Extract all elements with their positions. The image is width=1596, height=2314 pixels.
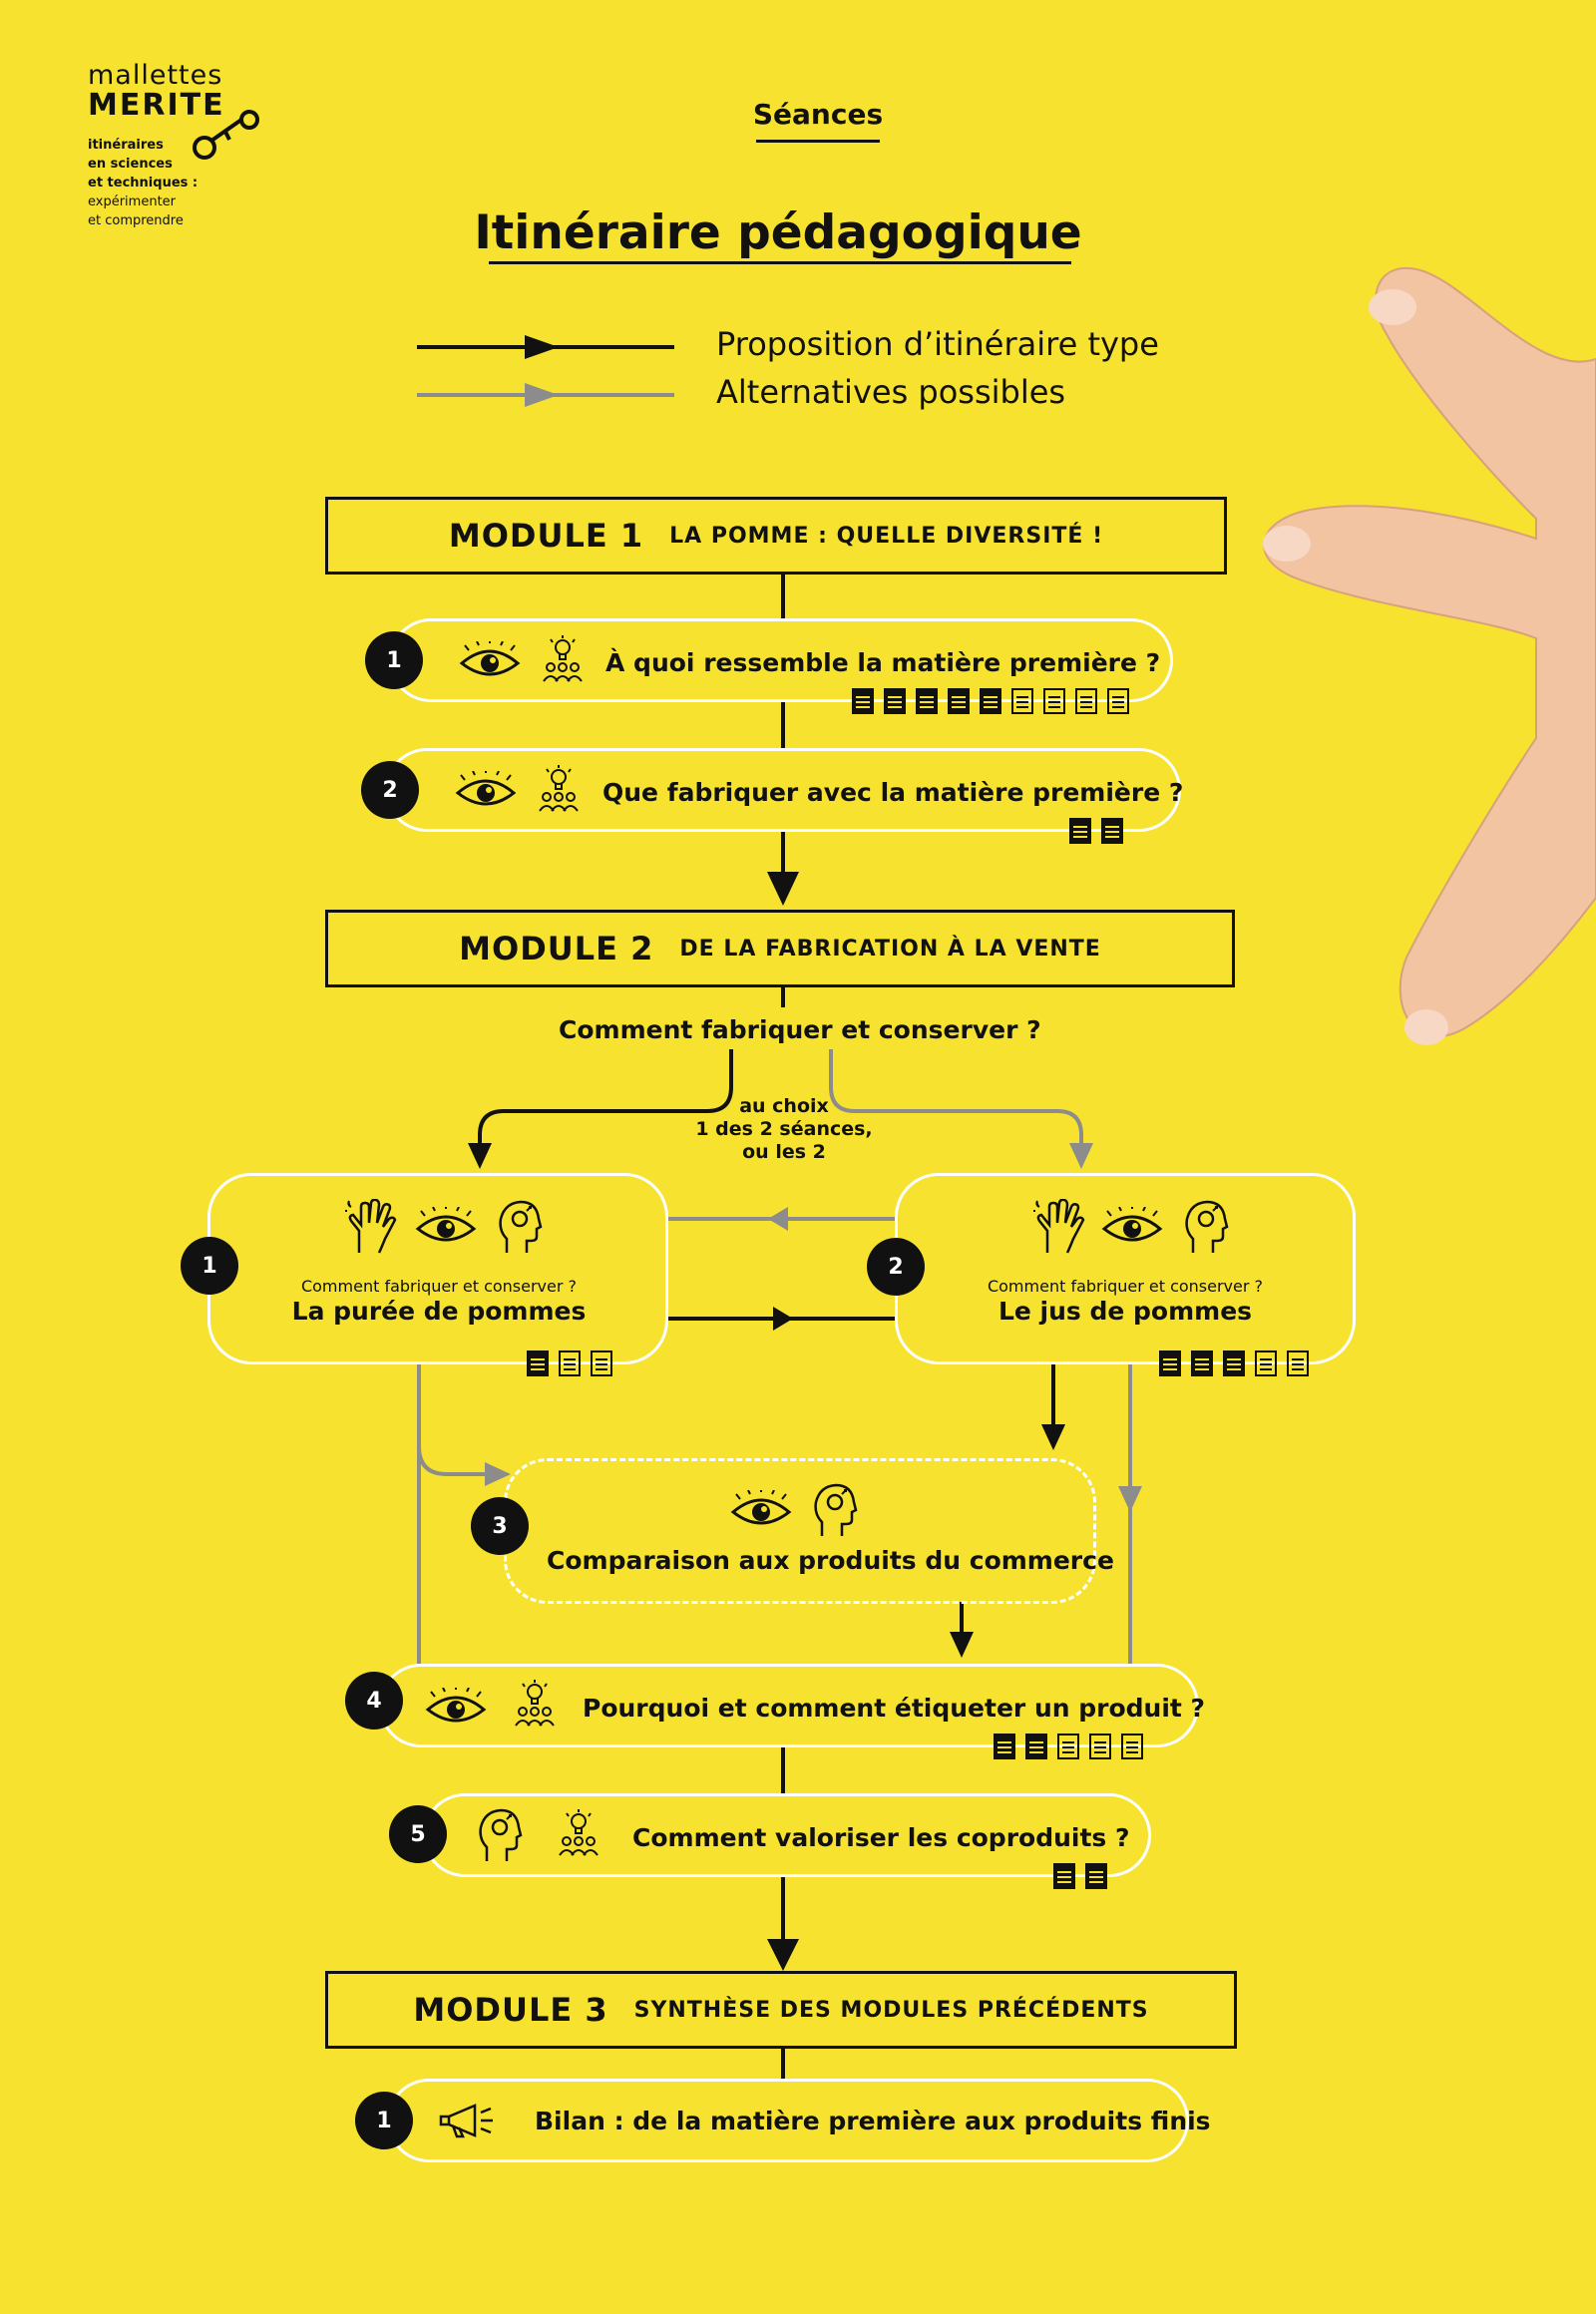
logo-key-icon [193, 110, 259, 160]
logo-tagline-2: en sciences [88, 157, 173, 172]
m1-session-1-number: 1 [365, 631, 423, 689]
seances-link[interactable]: Séances [752, 98, 884, 131]
m2-session-3-number: 3 [471, 1497, 529, 1555]
m2-session-2-caption: Comment fabriquer et conserver ? [987, 1277, 1264, 1296]
m2-session-2-label: Le jus de pommes [998, 1297, 1253, 1326]
m2-session-4-label: Pourquoi et comment étiqueter un produit… [583, 1694, 1206, 1723]
m1-session-2-number: 2 [361, 761, 419, 819]
logo-line1: mallettes [88, 60, 223, 91]
m2-session-3-label: Comparaison aux produits du commerce [547, 1546, 1114, 1575]
head-icon [499, 1200, 543, 1253]
m2-session-2-number: 2 [867, 1238, 925, 1296]
choice-note-2: 1 des 2 séances, [695, 1118, 873, 1140]
head-icon [814, 1483, 858, 1536]
module-3-title: MODULE 3 [413, 1991, 608, 2029]
m1-session-2-docs [1069, 818, 1123, 844]
module-2-question: Comment fabriquer et conserver ? [559, 1015, 1041, 1044]
module-3-subtitle: SYNTHÈSE DES MODULES PRÉCÉDENTS [633, 1997, 1149, 2023]
eye-icon [415, 1207, 477, 1242]
m2-session-4-number: 4 [345, 1672, 403, 1730]
module-1-box: MODULE 1 LA POMME : QUELLE DIVERSITÉ ! [325, 497, 1227, 575]
seances-link-underline [756, 140, 880, 143]
module-1-title: MODULE 1 [448, 517, 644, 555]
choice-note-3: ou les 2 [742, 1141, 826, 1163]
group-idea-icon [515, 1680, 555, 1727]
group-idea-icon [539, 765, 579, 812]
module-2-subtitle: DE LA FABRICATION À LA VENTE [679, 936, 1101, 962]
m2-session-4-docs [994, 1734, 1143, 1759]
legend-main-line [417, 335, 674, 359]
eye-icon [459, 641, 521, 676]
head-icon [479, 1808, 523, 1861]
m1-session-1-docs [852, 688, 1129, 714]
page-title-underline [489, 261, 1071, 264]
module-3-box: MODULE 3 SYNTHÈSE DES MODULES PRÉCÉDENTS [325, 1971, 1237, 2049]
m2-session-5-docs [1053, 1863, 1107, 1889]
logo-tagline-4: expérimenter [88, 194, 177, 209]
module-1-subtitle: LA POMME : QUELLE DIVERSITÉ ! [669, 523, 1104, 549]
m2-session-2[interactable] [895, 1173, 1356, 1364]
m2-session-1[interactable] [207, 1173, 668, 1364]
m2-session-3[interactable] [504, 1458, 1096, 1604]
hand-icon [1033, 1199, 1085, 1254]
legend-alt-line [417, 383, 674, 407]
module-2-title: MODULE 2 [459, 930, 654, 967]
head-icon [1185, 1200, 1229, 1253]
legend-main-label: Proposition d’itinéraire type [716, 325, 1159, 363]
group-idea-icon [543, 635, 583, 682]
logo-tagline-5: et comprendre [88, 213, 184, 228]
m2-session-1-docs [527, 1350, 612, 1376]
module-2-box: MODULE 2 DE LA FABRICATION À LA VENTE [325, 910, 1235, 987]
m1-session-2-label: Que fabriquer avec la matière première ? [602, 778, 1184, 807]
eye-icon [455, 771, 517, 806]
m2-session-5-label: Comment valoriser les coproduits ? [632, 1823, 1130, 1852]
m2-session-1-caption: Comment fabriquer et conserver ? [300, 1277, 578, 1296]
m2-session-5-number: 5 [389, 1805, 447, 1863]
choice-note-1: au choix [739, 1095, 829, 1117]
m1-session-1-label: À quoi ressemble la matière première ? [605, 648, 1161, 677]
m2-session-1-number: 1 [181, 1237, 238, 1295]
m2-session-1-label: La purée de pommes [291, 1297, 587, 1326]
logo-line2: MERITE [88, 88, 225, 123]
m2-session-2-docs [1159, 1350, 1309, 1376]
eye-icon [730, 1490, 792, 1525]
eye-icon [1101, 1207, 1163, 1242]
page-title: Itinéraire pédagogique [474, 205, 1082, 260]
eye-icon [425, 1688, 487, 1723]
megaphone-icon [439, 2104, 493, 2138]
hand-icon [345, 1199, 397, 1254]
hand-photo [1263, 266, 1596, 1045]
logo-tagline-1: itinéraires [88, 138, 164, 153]
logo-tagline-3: et techniques : [88, 176, 199, 191]
m3-session-1-number: 1 [355, 2092, 413, 2149]
m3-session-1-label: Bilan : de la matière première aux produ… [535, 2107, 1211, 2135]
group-idea-icon [559, 1809, 598, 1856]
legend-alt-label: Alternatives possibles [716, 373, 1066, 411]
